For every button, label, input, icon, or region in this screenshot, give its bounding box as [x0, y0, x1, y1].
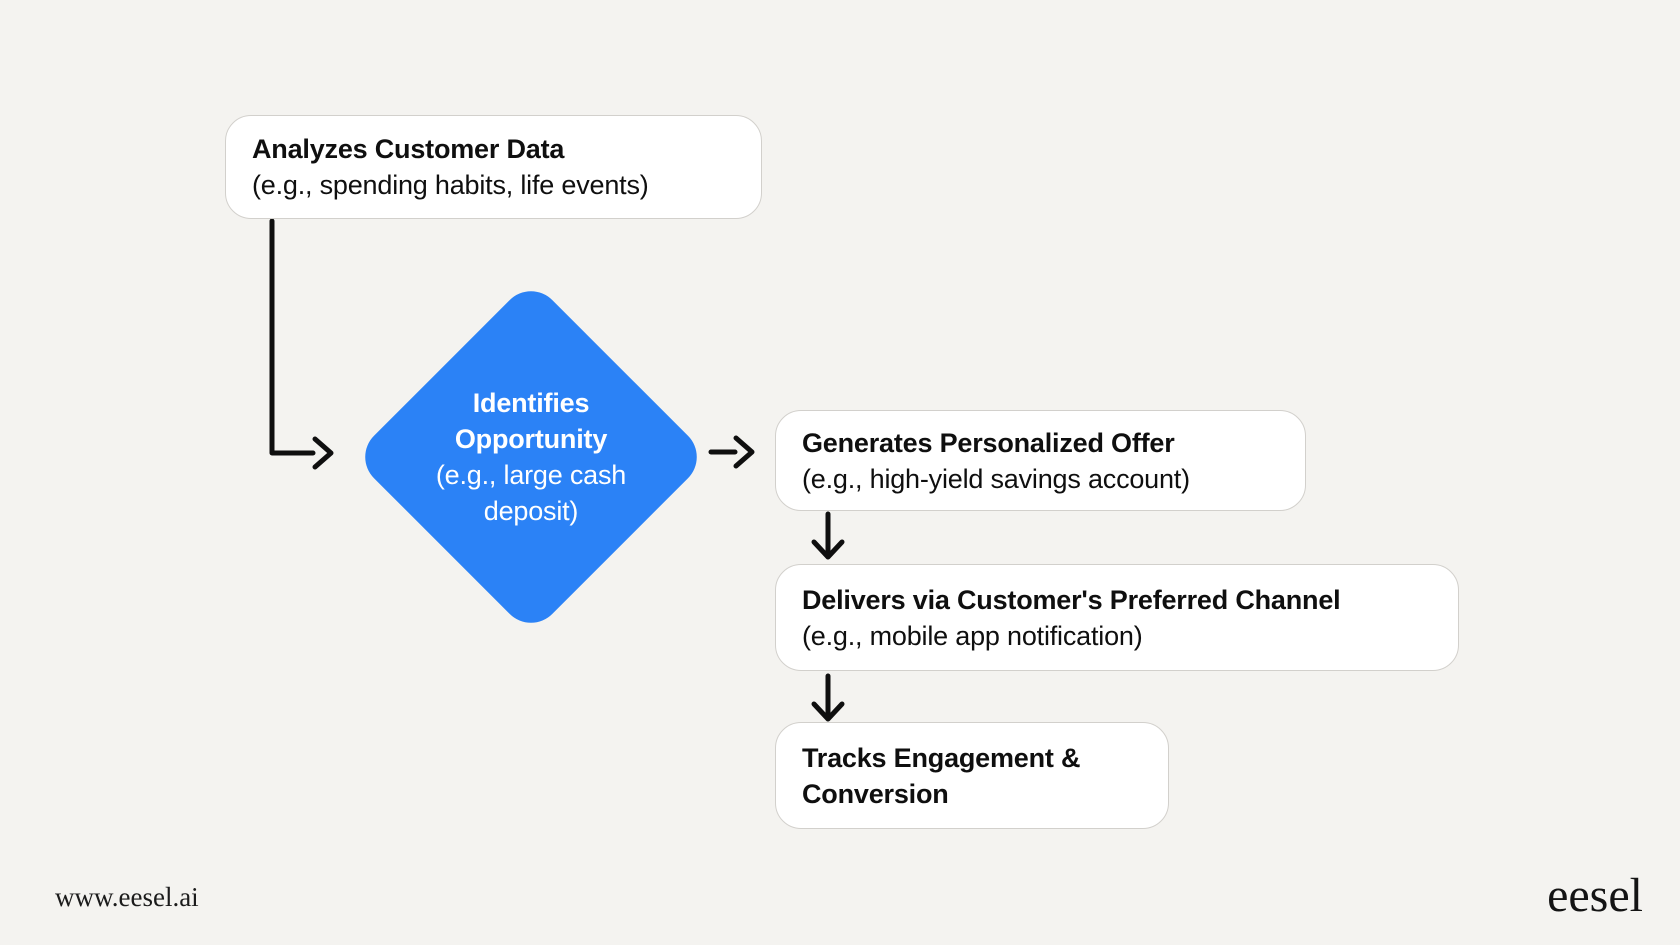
node-subtitle: (e.g., mobile app notification): [802, 620, 1143, 651]
node-generates-personalized-offer: Generates Personalized Offer (e.g., high…: [775, 410, 1306, 511]
node-title: Analyzes Customer Data: [252, 134, 565, 164]
diamond-text: Identifies Opportunity (e.g., large cash…: [405, 385, 657, 529]
node-analyzes-customer-data: Analyzes Customer Data (e.g., spending h…: [225, 115, 762, 219]
node-title: Identifies Opportunity: [454, 388, 608, 454]
brand-logo: eesel: [1547, 869, 1643, 922]
arrow-deliver-to-track: [811, 673, 845, 722]
node-title: Generates Personalized Offer: [802, 427, 1175, 458]
footer-url: www.eesel.ai: [55, 882, 199, 912]
node-subtitle: (e.g., large cash deposit): [435, 460, 627, 526]
arrow-generate-to-deliver: [811, 511, 845, 560]
node-title: Tracks Engagement & Conversion: [802, 742, 1081, 809]
node-title: Delivers via Customer's Preferred Channe…: [802, 584, 1341, 615]
node-delivers-preferred-channel: Delivers via Customer's Preferred Channe…: [775, 564, 1459, 671]
arrow-analyze-to-identify: [269, 218, 334, 470]
node-identifies-opportunity: Identifies Opportunity (e.g., large cash…: [352, 278, 710, 636]
arrow-identify-to-generate: [708, 435, 755, 469]
node-subtitle: (e.g., high-yield savings account): [802, 463, 1190, 494]
node-subtitle: (e.g., spending habits, life events): [252, 170, 649, 200]
node-tracks-engagement-conversion: Tracks Engagement & Conversion: [775, 722, 1169, 829]
